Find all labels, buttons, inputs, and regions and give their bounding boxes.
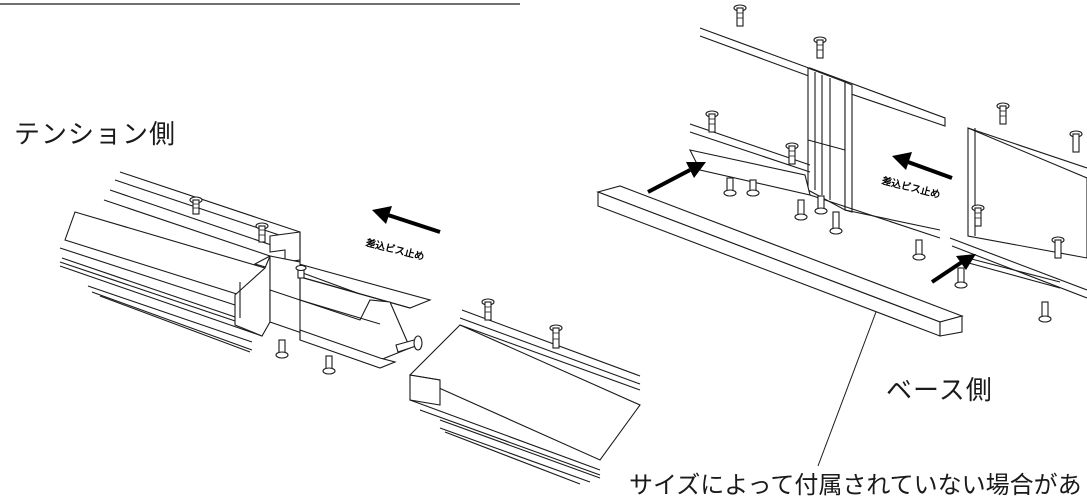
size-note-label: サイズによって付属されていない場合があ bbox=[629, 471, 1082, 499]
right-screw-13 bbox=[1051, 236, 1065, 259]
right-screw-4 bbox=[785, 142, 799, 165]
left-right-channel bbox=[409, 309, 641, 485]
left-insert-arrow bbox=[372, 206, 441, 234]
right-insert-arrow-left bbox=[647, 162, 706, 194]
left-screw-5 bbox=[295, 264, 307, 279]
right-screw-2 bbox=[813, 36, 827, 59]
left-right-screw-1 bbox=[481, 298, 495, 321]
left-right-screw-2 bbox=[549, 324, 563, 349]
base-side-label: ベース側 bbox=[886, 376, 993, 406]
right-assembly bbox=[596, 4, 1087, 337]
left-screw-1 bbox=[189, 196, 203, 215]
tension-side-label: テンション側 bbox=[14, 120, 177, 150]
right-side-panel bbox=[949, 127, 1087, 299]
left-screw-3 bbox=[275, 339, 289, 359]
note-leader-line bbox=[817, 311, 877, 467]
left-side-screw bbox=[395, 335, 423, 353]
right-screw-1 bbox=[733, 4, 747, 27]
right-screw-8 bbox=[814, 195, 828, 215]
right-center-post bbox=[807, 67, 853, 213]
right-insert-arrow-top bbox=[892, 152, 953, 180]
right-screw-14 bbox=[912, 239, 926, 261]
left-screw-2 bbox=[255, 222, 269, 243]
right-screw-9 bbox=[829, 211, 843, 235]
right-base-beam bbox=[596, 185, 964, 337]
right-screw-12 bbox=[971, 204, 985, 227]
right-screw-7 bbox=[794, 199, 808, 221]
right-screw-5 bbox=[723, 177, 737, 197]
right-screw-3 bbox=[705, 110, 719, 133]
right-screw-10 bbox=[996, 102, 1010, 125]
left-screw-4 bbox=[322, 355, 336, 375]
right-screw-16 bbox=[1038, 301, 1052, 323]
left-main-channel bbox=[59, 211, 411, 369]
right-screw-15 bbox=[954, 267, 968, 289]
left-assembly bbox=[59, 171, 641, 485]
right-screw-6 bbox=[746, 179, 760, 197]
right-insert-arrow-bottom bbox=[930, 254, 976, 284]
left-top-rail bbox=[103, 171, 301, 263]
right-screw-11 bbox=[1069, 130, 1083, 153]
